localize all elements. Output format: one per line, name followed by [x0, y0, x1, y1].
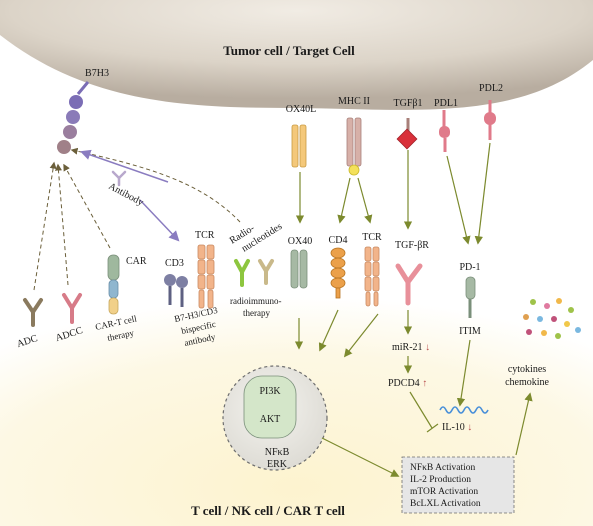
cd4-receptor: [330, 247, 346, 299]
b7h3-molecule: [57, 81, 90, 154]
receptor-to-nucleus-arrows: [294, 309, 379, 358]
car-receptor-icon: [107, 254, 120, 315]
tgfb1-label: TGFβ1: [394, 98, 423, 109]
mhc2-ligand: [346, 117, 362, 176]
antibody-arrows: [80, 149, 180, 242]
pdl2-label: PDL2: [479, 83, 503, 94]
ox40-receptor: [290, 249, 308, 289]
nucleus-to-outputs-arrow: [321, 437, 400, 477]
radio-antibody-green-icon: [234, 259, 250, 287]
pd1-receptor: [465, 276, 476, 318]
outputs-box: [401, 456, 515, 514]
pdl2-ligand: [484, 100, 496, 140]
chemokine-label: chemokine: [505, 377, 549, 388]
radioimmuno-label-line2: therapy: [243, 308, 270, 318]
outputs-to-cytokines-arrow: [515, 392, 533, 456]
antibody-label: Antibody: [107, 181, 146, 208]
antibody-icon: [111, 170, 127, 187]
ox40l-label: OX40L: [286, 104, 317, 115]
b7h3-label: B7H3: [85, 68, 109, 79]
cytokines-label: cytokines: [508, 364, 546, 375]
output-item: mTOR Activation: [410, 487, 478, 497]
akt-label: AKT: [260, 414, 281, 425]
tgfb1-ligand: [396, 118, 418, 150]
pdl1-ligand: [439, 110, 450, 152]
cytokine-dots-icon: [523, 298, 581, 339]
il10-label: IL-10 ↓: [442, 422, 472, 433]
pi3k-label: PI3K: [259, 386, 281, 397]
itim-label: ITIM: [459, 326, 481, 337]
ligand-receptor-arrows: [295, 142, 491, 245]
adcc-icon: [62, 293, 82, 324]
nfkb-label: NFκB: [265, 447, 290, 458]
pd1-label: PD-1: [459, 262, 480, 273]
tcr-receptor: [364, 246, 380, 307]
radio-antibody-tan-icon: [258, 259, 274, 285]
il10-squiggle-icon: [439, 406, 489, 414]
ox40l-ligand: [291, 124, 307, 168]
nucleus: [222, 365, 328, 471]
mhc2-label: MHC II: [338, 96, 370, 107]
radioimmuno-label-line1: radioimmuno-: [230, 296, 282, 306]
pdcd4-inhibit-il10: [409, 391, 439, 433]
tgfbr-receptor: [395, 263, 423, 306]
t-cell-title: T cell / NK cell / CAR T cell: [191, 503, 345, 518]
cd4-label: CD4: [329, 235, 348, 246]
cd3-label: CD3: [165, 258, 184, 269]
tgfbr-label: TGF-βR: [395, 240, 429, 251]
cd3-icon: [164, 274, 188, 307]
tumor-cell-membrane: [0, 0, 593, 110]
itim-to-il10-arrow: [456, 339, 471, 407]
tumor-cell-title: Tumor cell / Target Cell: [223, 43, 355, 58]
output-item: NFκB Activation: [410, 463, 475, 473]
ox40-label: OX40: [288, 236, 312, 247]
car-label: CAR: [126, 256, 147, 267]
erk-label: ERK: [267, 459, 288, 470]
output-item: BcLXL Activation: [410, 499, 481, 509]
bispecific-tcr-icon: [197, 244, 215, 309]
tcr-label: TCR: [362, 232, 382, 243]
therapy-arrows: [33, 147, 241, 291]
tcr-therapy-label: TCR: [195, 230, 215, 241]
mir21-label: miR-21 ↓: [392, 342, 430, 353]
output-item: IL-2 Production: [410, 475, 471, 485]
pdl1-label: PDL1: [434, 98, 458, 109]
pdcd4-label: PDCD4 ↑: [388, 378, 427, 389]
adc-icon: [23, 298, 43, 327]
